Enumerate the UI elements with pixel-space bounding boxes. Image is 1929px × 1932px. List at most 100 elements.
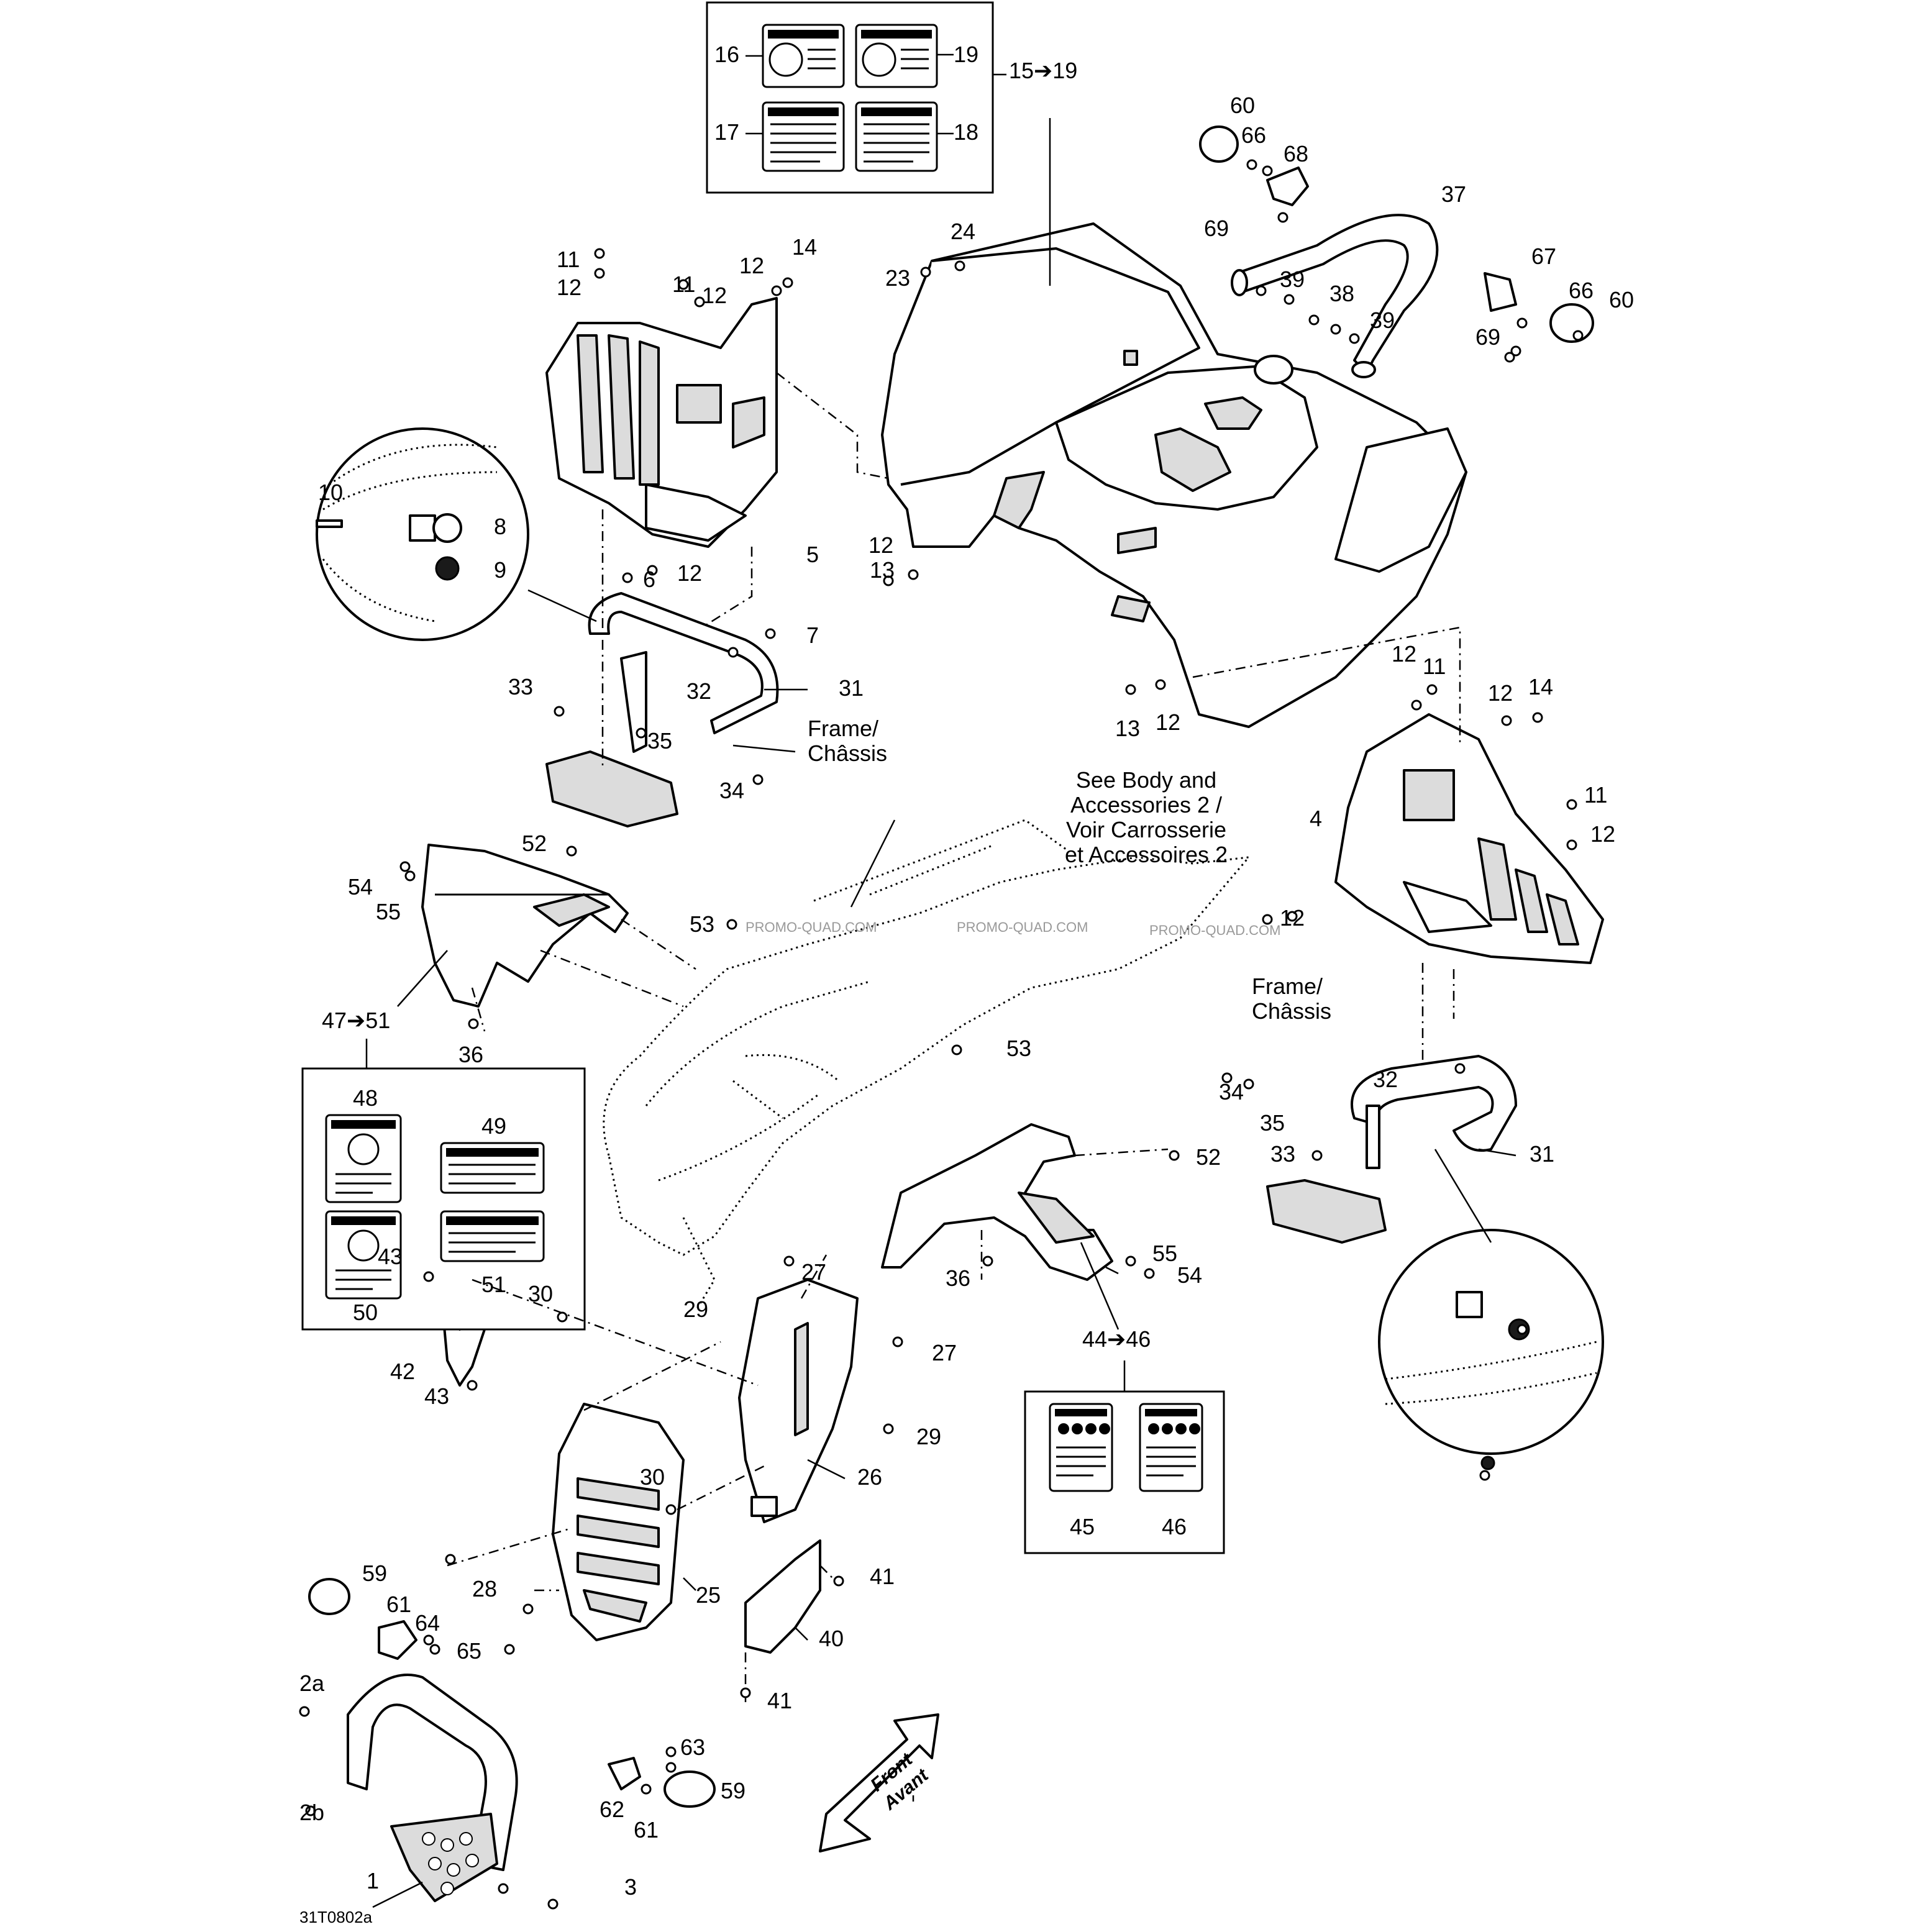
fastener-icon	[771, 285, 782, 296]
fastener-icon	[1277, 212, 1288, 223]
callout-18: 18	[954, 119, 978, 145]
fastener-icon	[1256, 285, 1267, 296]
frame	[603, 819, 1251, 1311]
decal-18	[855, 101, 938, 172]
callout-12: 12	[869, 532, 893, 558]
callout-36: 36	[458, 1042, 483, 1067]
fastener-icon	[1411, 699, 1422, 711]
rear-caps	[1199, 125, 1594, 343]
seeBody-line: Voir Carrosserie	[1066, 817, 1226, 842]
fastener-icon	[423, 1271, 434, 1282]
figure-code: 31T0802a	[299, 1908, 373, 1926]
callout-41: 41	[767, 1688, 792, 1713]
callout-1: 1	[367, 1868, 379, 1893]
callout-54: 54	[348, 874, 373, 900]
callout-55: 55	[1152, 1241, 1177, 1266]
decal-19	[855, 24, 938, 88]
watermark-2: PROMO-QUAD.COM	[957, 919, 1088, 935]
side-panel-40	[744, 1539, 821, 1654]
fastener-icon	[1516, 317, 1528, 329]
frameRight-line: Frame/	[1252, 973, 1323, 999]
fastener-icon	[594, 248, 605, 259]
decal-16	[762, 24, 845, 88]
callout-60: 60	[1609, 287, 1634, 312]
callout-14: 14	[1528, 674, 1553, 699]
footpegs	[545, 750, 1387, 1244]
rear-grab-handle	[1231, 214, 1439, 378]
callout-52: 52	[1196, 1144, 1221, 1170]
detail-circle-right	[1378, 1229, 1604, 1470]
front-bumper	[347, 1674, 518, 1902]
front-nose	[738, 1278, 859, 1523]
watermark-3: PROMO-QUAD.COM	[1149, 923, 1280, 938]
callout-11: 11	[1423, 654, 1446, 679]
callout-12: 12	[1392, 641, 1416, 667]
fastener-icon	[1510, 345, 1521, 357]
fastener-icon	[752, 774, 764, 785]
fastener-icon	[982, 1255, 993, 1267]
callout-10: 10	[318, 480, 343, 505]
callout-4: 4	[1310, 806, 1322, 831]
fastener-icon	[783, 1255, 795, 1267]
fastener-icon	[423, 1634, 434, 1646]
callout-37: 37	[1441, 181, 1466, 207]
callout-12: 12	[557, 275, 581, 300]
callout-64: 64	[415, 1610, 440, 1636]
callout-65: 65	[457, 1638, 481, 1664]
callout-69: 69	[1204, 216, 1229, 241]
body-shell	[881, 118, 1467, 728]
decal-51	[440, 1210, 545, 1262]
callout-66: 66	[1569, 278, 1594, 303]
callout-5: 5	[806, 542, 819, 567]
text-labels: 15➔19 47➔51 44➔46 Frame/Châssis Frame/Ch…	[299, 58, 1331, 1926]
decal-48	[325, 1114, 402, 1203]
fastener-icon	[920, 267, 931, 278]
callout-31: 31	[1530, 1141, 1554, 1167]
callout-19: 19	[954, 42, 978, 67]
decal-45	[1049, 1403, 1113, 1492]
callout-38: 38	[1329, 281, 1354, 306]
callout-12: 12	[1280, 905, 1305, 931]
callout-12: 12	[677, 560, 702, 586]
fastener-icon	[1454, 1063, 1466, 1074]
front-caps	[308, 1578, 716, 1808]
callout-39: 39	[1280, 267, 1305, 292]
fastener-icon	[782, 277, 793, 288]
callout-39: 39	[1370, 308, 1395, 333]
callout-11: 11	[1584, 782, 1607, 808]
callout-48: 48	[353, 1085, 378, 1111]
callout-13: 13	[870, 557, 895, 583]
fastener-icon	[727, 647, 739, 658]
callout-7: 7	[806, 622, 819, 648]
callout-49: 49	[481, 1113, 506, 1139]
callout-33: 33	[508, 674, 533, 699]
decal-50	[325, 1210, 402, 1300]
callout-54: 54	[1177, 1262, 1202, 1288]
callout-35: 35	[647, 728, 672, 754]
callout-11: 11	[672, 271, 695, 297]
fastener-icon	[1221, 1072, 1233, 1083]
callout-32: 32	[1373, 1067, 1398, 1092]
front-fender-right	[881, 1123, 1113, 1281]
fastener-icon	[522, 1603, 534, 1615]
decal-49	[440, 1142, 545, 1194]
fastener-icon	[1169, 1150, 1180, 1161]
footrest-bar-right	[1351, 1055, 1517, 1169]
frame-ref-left: Frame/Châssis	[808, 716, 887, 766]
callout-13: 13	[1115, 716, 1140, 741]
callout-9: 9	[494, 557, 506, 583]
decal-group-left-label: 47➔51	[322, 1008, 390, 1033]
callout-2b: 2b	[299, 1800, 324, 1825]
fastener-icon	[557, 1311, 568, 1323]
fastener-icon	[665, 1762, 677, 1773]
fastener-icon	[665, 1746, 677, 1757]
callout-29: 29	[683, 1296, 708, 1322]
fastener-icon	[429, 1644, 440, 1655]
decal-group-top-label: 15➔19	[1009, 58, 1077, 83]
fastener-icon	[1311, 1150, 1323, 1161]
front-fender-left	[421, 844, 629, 1008]
callout-12: 12	[739, 253, 764, 278]
callout-40: 40	[819, 1626, 844, 1651]
fastener-icon	[641, 1784, 652, 1795]
